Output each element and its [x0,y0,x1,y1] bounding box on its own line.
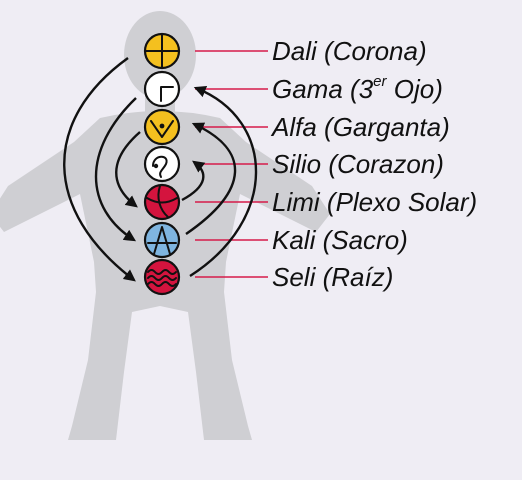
corner-square-icon [160,86,174,102]
arrow-crown-to-root-left [63,57,136,282]
chakra-gama [143,70,181,108]
chakra-silio [143,145,181,183]
chakra-location: (Raíz) [322,262,394,292]
chakra-location: (Corona) [324,36,427,66]
chakra-location: (Garganta) [324,112,450,142]
waves-icon [147,269,177,287]
crossed-circle-icon [145,34,179,68]
chakra-dali [143,32,181,70]
chakra-location: (Corazon) [328,149,444,179]
arrow-solar-to-heart-right [181,160,206,202]
chakra-limi [143,183,181,221]
chakra-seli [143,258,181,296]
arrow-sacral-to-throat-right [185,122,237,235]
arrow-throat-to-solar-left [115,131,141,208]
chakra-name: Dali [272,36,317,66]
flow-arrows [63,57,258,282]
chakra-name: Seli [272,262,316,292]
chakra-label-silio: Silio (Corazon) [272,149,444,179]
chakra-label-limi: Limi (Plexo Solar) [272,187,477,217]
chakra-location: (3 [350,74,374,104]
chakra-name: Limi [272,187,320,217]
chakra-label-kali: Kali (Sacro) [272,225,408,255]
v-shield-icon [150,120,174,138]
chakra-column [143,32,181,296]
chakra-kali [143,221,181,259]
chakra-name: Kali [272,225,316,255]
arrow-root-to-eye-right [189,86,258,278]
arrow-eye-to-sacral-left [94,97,137,242]
chakra-label-seli: Seli (Raíz) [272,262,393,292]
chakra-location: (Sacro) [322,225,408,255]
ball-seams-icon [146,185,178,218]
chakra-location-end: Ojo) [386,74,443,104]
curved-s-icon [152,155,168,178]
chakra-label-alfa: Alfa (Garganta) [272,112,450,142]
a-shape-icon [147,226,177,255]
chakra-label-gama: Gama (3er Ojo) [272,74,443,104]
chakra-name: Alfa [272,112,317,142]
chakra-name: Gama [272,74,343,104]
ordinal-suffix: er [373,73,387,91]
chakra-label-dali: Dali (Corona) [272,36,427,66]
chakra-location: (Plexo Solar) [326,187,478,217]
chakra-name: Silio [272,149,322,179]
chakra-alfa [143,108,181,146]
